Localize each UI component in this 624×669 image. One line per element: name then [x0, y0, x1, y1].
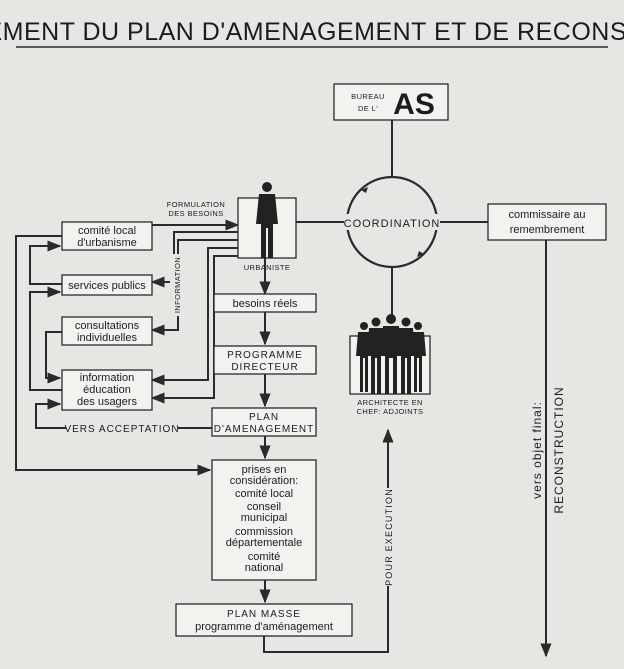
formulation-line2: DES BESOINS [168, 209, 223, 218]
masse-line2: programme d'aménagement [195, 621, 333, 633]
plan-line1: PLAN [249, 412, 279, 423]
consultations-box [61, 316, 153, 346]
services-box [61, 274, 153, 296]
prises-line8: comité [248, 551, 280, 563]
architecte-figures-icon [356, 314, 426, 394]
pour-execution-label: POUR EXECUTION [384, 488, 394, 586]
bureau-abbr: AS [393, 88, 435, 121]
loop-services-comite [29, 240, 62, 285]
information-line2: éducation [83, 384, 131, 396]
page-title: ETABLISSEMENT DU PLAN D'AMENAGEMENT ET D… [0, 18, 624, 46]
information-label: INFORMATION [173, 257, 182, 313]
prises-line9: national [245, 562, 284, 574]
prises-line3: comité local [235, 488, 293, 500]
plan-box [211, 407, 317, 437]
prises-line5: municipal [241, 512, 287, 524]
urbaniste-label: URBANISTE [244, 263, 291, 272]
commissaire-line1: commissaire au [508, 209, 585, 221]
besoins-label: besoins réels [233, 298, 298, 310]
formulation-line1: FORMULATION [167, 200, 225, 209]
loop-information-services [29, 286, 62, 391]
prises-line6: commission [235, 526, 293, 538]
masse-box [175, 603, 353, 637]
prises-line1: prises en [242, 464, 287, 476]
architecte-line2: CHEF: ADJOINTS [357, 407, 424, 416]
arrow-info-information-2 [150, 255, 238, 404]
vers-objet-line2: RECONSTRUCTION [552, 386, 566, 513]
bureau-line2: DE L' [358, 104, 378, 113]
programme-box [213, 345, 317, 375]
comite-line2: d'urbanisme [77, 237, 137, 249]
programme-line2: DIRECTEUR [231, 362, 298, 373]
plan-line2: D'AMENAGEMENT [214, 424, 314, 435]
comite-line1: comité local [78, 225, 136, 237]
loop-consultations-information [45, 331, 62, 384]
bureau-box [333, 83, 449, 121]
programme-line1: PROGRAMME [227, 350, 303, 361]
prises-line7: départementale [226, 537, 302, 549]
information-line1: information [80, 372, 134, 384]
prises-box [211, 459, 317, 581]
consultations-line2: individuelles [77, 332, 137, 344]
loop-comite-prises [15, 235, 212, 476]
vers-objet-line1: vers objet final: [530, 401, 544, 499]
bureau-line1: BUREAU [351, 92, 385, 101]
information-line3: des usagers [77, 396, 137, 408]
services-label: services publics [68, 280, 146, 292]
consultations-line1: consultations [75, 320, 140, 332]
prises-line2: considération: [230, 475, 299, 487]
architecte-line1: ARCHITECTE EN [357, 398, 423, 407]
comite-box [61, 221, 153, 251]
information-box [61, 369, 153, 411]
besoins-box [213, 293, 317, 313]
coordination-label: COORDINATION [344, 218, 441, 230]
masse-line1: PLAN MASSE [227, 609, 301, 620]
arrow-info-information [150, 247, 238, 386]
arrow-info-consultations [150, 239, 238, 336]
prises-line4: conseil [247, 501, 281, 513]
urbaniste-figure-icon [256, 182, 278, 258]
commissaire-line2: remembrement [510, 224, 585, 236]
vers-acceptation-label: VERS ACCEPTATION [64, 424, 179, 435]
commissaire-box [487, 203, 607, 241]
